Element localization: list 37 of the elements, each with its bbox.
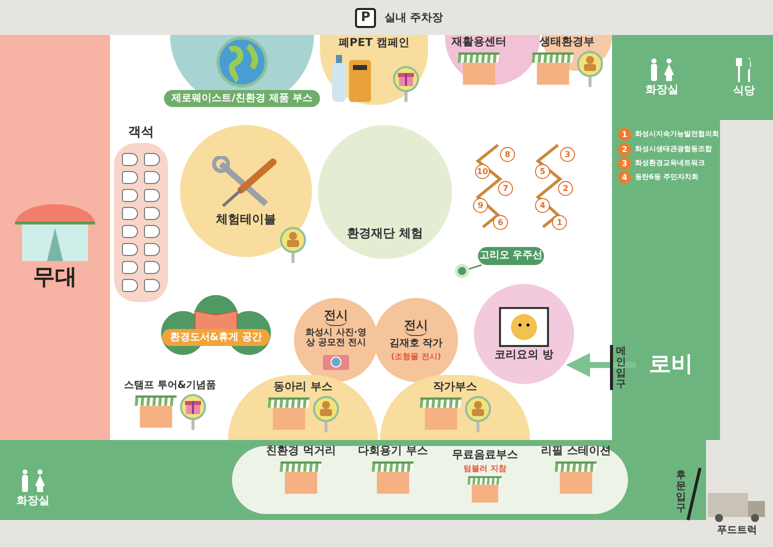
booth-label: 제로웨이스트/친환경 제품 부스	[164, 90, 320, 107]
booth-label: 리필 스테이션	[541, 445, 611, 458]
area-label: 환경도서&휴게 공간	[162, 328, 270, 346]
exhibit-heading: 전시	[324, 309, 348, 326]
lobby-label: 로비	[649, 352, 693, 378]
zone-area	[478, 247, 544, 265]
exhibit-title: 김재호 작가	[389, 338, 443, 350]
exhibit-note: (조형물 전시)	[390, 352, 442, 361]
booth-label: 환경재단 체험	[346, 227, 424, 241]
stage-label: 무대	[33, 264, 77, 290]
booth-label: 친환경 먹거리	[266, 445, 336, 458]
area-label: 실내 주차장	[384, 12, 444, 24]
room-label: 코리요의 방	[494, 348, 554, 362]
area-label: 객석	[128, 126, 154, 141]
booth-label: 다회용기 부스	[358, 445, 428, 458]
exhibit-title: 화성시 사진·영상 공모전 전시	[305, 328, 367, 349]
booth-label: 재활용센터	[452, 36, 506, 49]
facility-label: 식당	[733, 84, 755, 98]
entrance-label: 후문입구	[676, 470, 686, 514]
facility-label: 화장실	[16, 494, 50, 508]
booth-label: 작가부스	[433, 381, 477, 394]
booth-label: 동아리 부스	[274, 381, 332, 394]
entrance-label: 메인입구	[616, 346, 626, 390]
booth-label: 스탬프 투어&기념품	[124, 380, 216, 392]
booth-label: 폐PET 캠페인	[338, 37, 410, 50]
facility-label: 푸드트럭	[717, 525, 757, 537]
booth-label: 체험테이블	[216, 212, 276, 226]
leader-line	[468, 264, 482, 270]
exhibit-heading: 전시	[404, 319, 428, 336]
entrance-arrow	[566, 353, 636, 377]
booth-label: 무료음료부스	[452, 449, 518, 462]
parking-sign: P	[354, 8, 376, 28]
booth-label: 생태환경부	[540, 36, 594, 49]
booth-label: 고리오 우주선	[479, 250, 543, 262]
facility-label: 화장실	[646, 84, 678, 96]
zone-area	[0, 35, 110, 440]
booth-note: 텀블러 지참	[464, 464, 506, 473]
